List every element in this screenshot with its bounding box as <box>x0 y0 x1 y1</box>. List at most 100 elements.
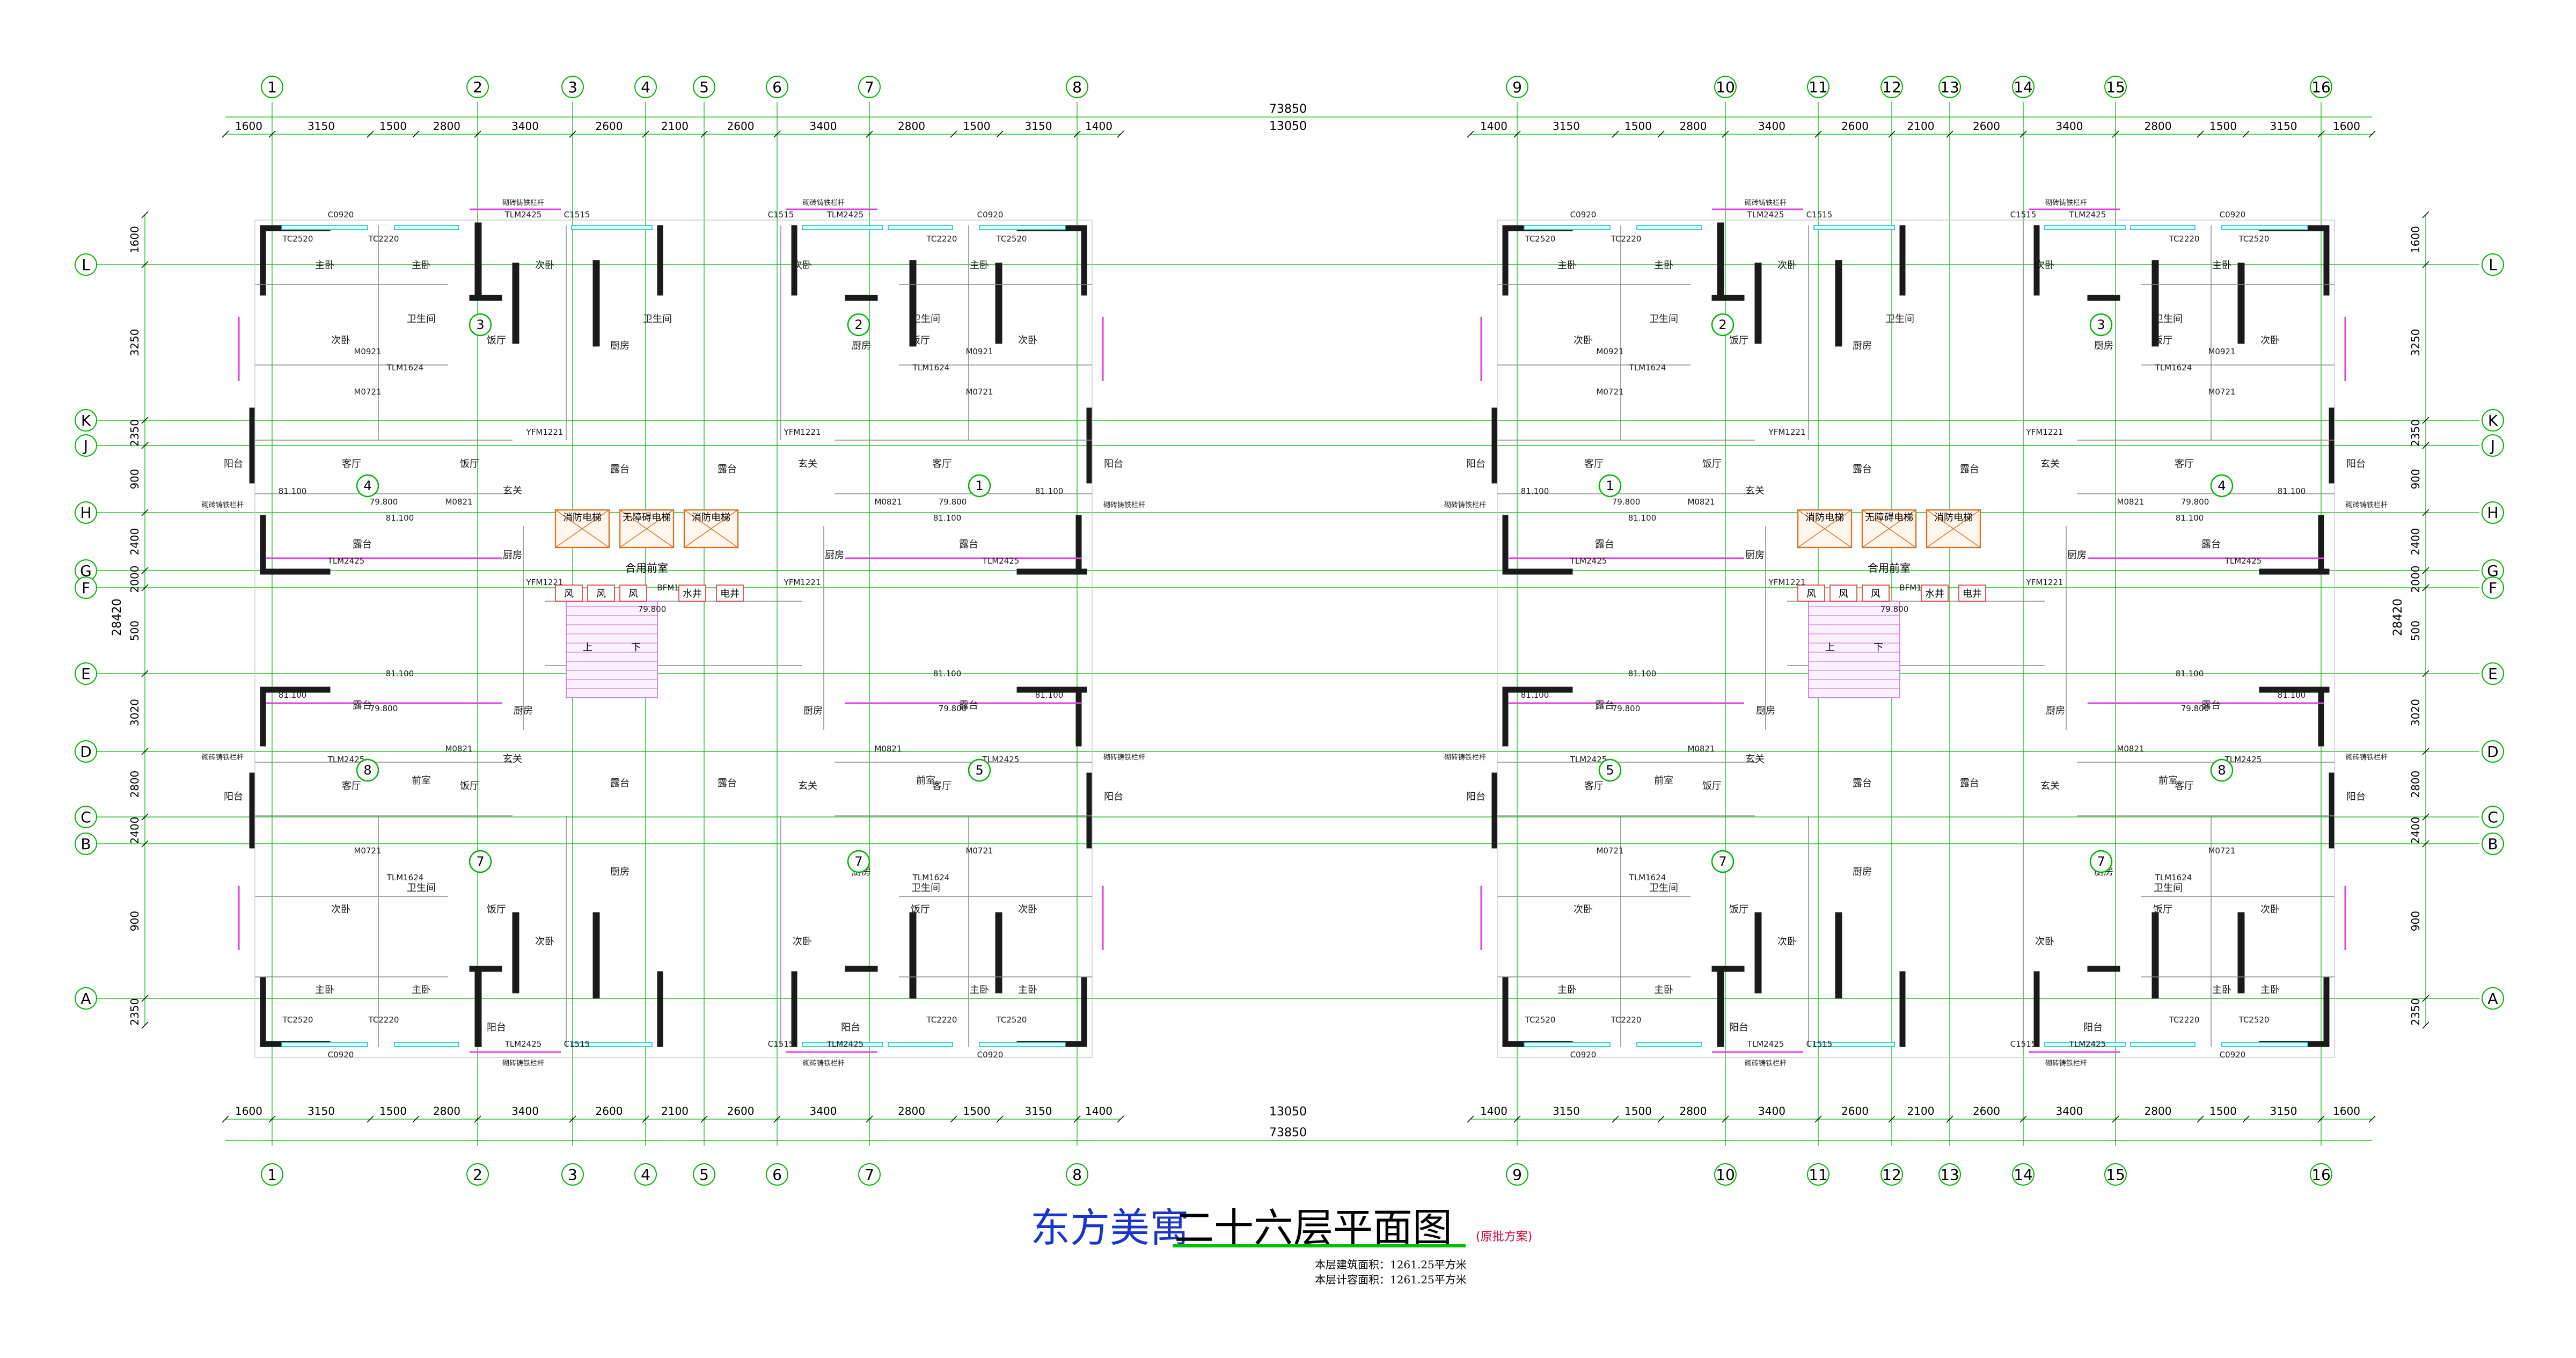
dim-side-tick <box>2422 417 2429 424</box>
dim-side-text: 2400 <box>2409 528 2422 556</box>
right-tag: TLM2425 <box>1570 755 1607 764</box>
axis-bubble-bottom-3 <box>561 1163 584 1186</box>
axis-label-right-K: K <box>2488 412 2498 429</box>
elevator-cross <box>684 509 738 548</box>
shaft-box <box>1797 585 1825 602</box>
dim-top-right-text: 2100 <box>1907 120 1935 133</box>
dim-top-left-tick <box>412 130 420 138</box>
left-tag: C0920 <box>328 1050 354 1060</box>
room-label: 厨房 <box>852 340 871 352</box>
dim-bottom-left-text: 1500 <box>379 1105 407 1118</box>
room-label: 露台 <box>610 464 630 475</box>
room-label: 卫生间 <box>643 313 672 325</box>
dim-bottom-right-tick <box>1946 1115 1953 1123</box>
window <box>281 1042 368 1047</box>
rail-note: 砌砖铸铁栏杆 <box>2346 501 2388 509</box>
dim-top-right-tick <box>1722 130 1729 138</box>
counted-area-label: 本层计容面积：1261.25平方米 <box>1315 1273 1467 1286</box>
room-label: 厨房 <box>1853 340 1872 352</box>
dim-top-left-text: 1500 <box>963 120 991 133</box>
dim-top-left-text: 2800 <box>898 120 925 133</box>
structural-wall <box>1016 568 1087 575</box>
right-tag: M0921 <box>2208 347 2235 356</box>
dim-side-tick <box>2422 1021 2429 1029</box>
elevator-label: 无障碍电梯 <box>623 512 671 523</box>
dim-top-left-tick <box>222 130 229 138</box>
right-tag: TC2520 <box>1525 234 1556 244</box>
dim-top-left-tick <box>866 130 873 138</box>
dim-side-text: 2400 <box>128 817 141 844</box>
left-tag: M0821 <box>874 497 902 507</box>
axis-label-left-A: A <box>80 990 91 1007</box>
dim-side-tick <box>2422 567 2429 574</box>
dim-top-right-tick <box>1814 130 1822 138</box>
window <box>281 225 368 230</box>
room-label: 主卧 <box>412 260 431 271</box>
room-label: 次卧 <box>793 260 812 271</box>
structural-wall <box>2033 971 2040 1047</box>
axis-bubble-bottom-2 <box>466 1163 489 1186</box>
right-tag: M0721 <box>2208 387 2235 397</box>
dim-top-left-tick <box>268 130 276 138</box>
right-tag: TC2220 <box>1611 1015 1642 1025</box>
rail-note: 砌砖铸铁栏杆 <box>502 1059 544 1068</box>
axis-label-bottom-1: 1 <box>267 1166 277 1184</box>
rail-note: 砌砖铸铁栏杆 <box>803 199 845 207</box>
rail-note: 砌砖铸铁栏杆 <box>202 501 244 509</box>
dim-overall-bottom-text: 73850 <box>1269 1126 1307 1140</box>
dim-top-right-text: 3400 <box>1758 120 1785 133</box>
room-label: 主卧 <box>2260 984 2280 996</box>
room-label: 前室 <box>1654 775 1673 786</box>
structural-wall <box>260 976 266 1047</box>
room-label: 饭厅 <box>487 904 506 915</box>
structural-wall <box>249 407 255 484</box>
room-label: 厨房 <box>610 340 630 352</box>
axis-bubble-bottom-10 <box>1714 1163 1737 1186</box>
left-tag: 81.100 <box>1035 690 1064 700</box>
left-tag: YFM1221 <box>526 578 564 587</box>
dim-top-left-tick <box>474 130 481 138</box>
structural-wall <box>1899 971 1906 1047</box>
right-tag: C1515 <box>2010 1039 2037 1049</box>
dim-side-text: 900 <box>128 911 141 931</box>
stair-core <box>1808 601 1900 698</box>
left-tag: C1515 <box>768 210 794 220</box>
right-tag: TLM2425 <box>1747 210 1784 220</box>
structural-wall <box>1717 222 1724 298</box>
dim-bottom-right-tick <box>1814 1115 1822 1123</box>
room-label: 露台 <box>718 778 737 789</box>
room-label: 饭厅 <box>2153 904 2172 915</box>
right-tag: TLM2425 <box>2224 755 2262 764</box>
room-label: 饭厅 <box>460 458 479 470</box>
dim-side-total: 28420 <box>2391 598 2405 636</box>
unit-number: 4 <box>363 478 371 493</box>
elevator-label: 无障碍电梯 <box>1865 512 1913 523</box>
axis-label-top-4: 4 <box>641 78 650 96</box>
dim-top-right-tick <box>2019 130 2027 138</box>
dim-top-right-text: 3400 <box>2056 120 2083 133</box>
dim-side-text: 3250 <box>128 329 141 356</box>
unit-number-bubble <box>469 313 492 337</box>
axis-bubble-top-11 <box>1807 76 1829 98</box>
axis-label-right-B: B <box>2487 835 2498 853</box>
dim-top-right-text: 2800 <box>2145 120 2172 133</box>
window <box>802 225 883 230</box>
dim-bottom-left-text: 3150 <box>308 1105 335 1118</box>
axis-label-right-C: C <box>2487 808 2498 826</box>
room-label: 主卧 <box>2212 260 2231 271</box>
dim-side-tick <box>141 995 149 1002</box>
dim-gap-bottom-text: 13050 <box>1269 1105 1307 1119</box>
room-label: 饭厅 <box>1702 780 1722 792</box>
dim-side-tick <box>2422 813 2429 821</box>
axis-bubble-bottom-15 <box>2104 1163 2127 1186</box>
dim-bottom-left-tick <box>474 1115 481 1123</box>
structural-wall <box>2259 687 2330 693</box>
structural-wall <box>1016 687 1087 693</box>
right-tag: TLM2425 <box>1570 556 1607 566</box>
dim-top-left-text: 2600 <box>727 120 755 133</box>
right-tag: 79.800 <box>1612 704 1641 713</box>
axis-bubble-right-E <box>2482 662 2504 685</box>
left-tag: M0821 <box>874 744 902 754</box>
dim-side-text: 2350 <box>128 998 141 1026</box>
room-label: 卫生间 <box>911 313 940 325</box>
